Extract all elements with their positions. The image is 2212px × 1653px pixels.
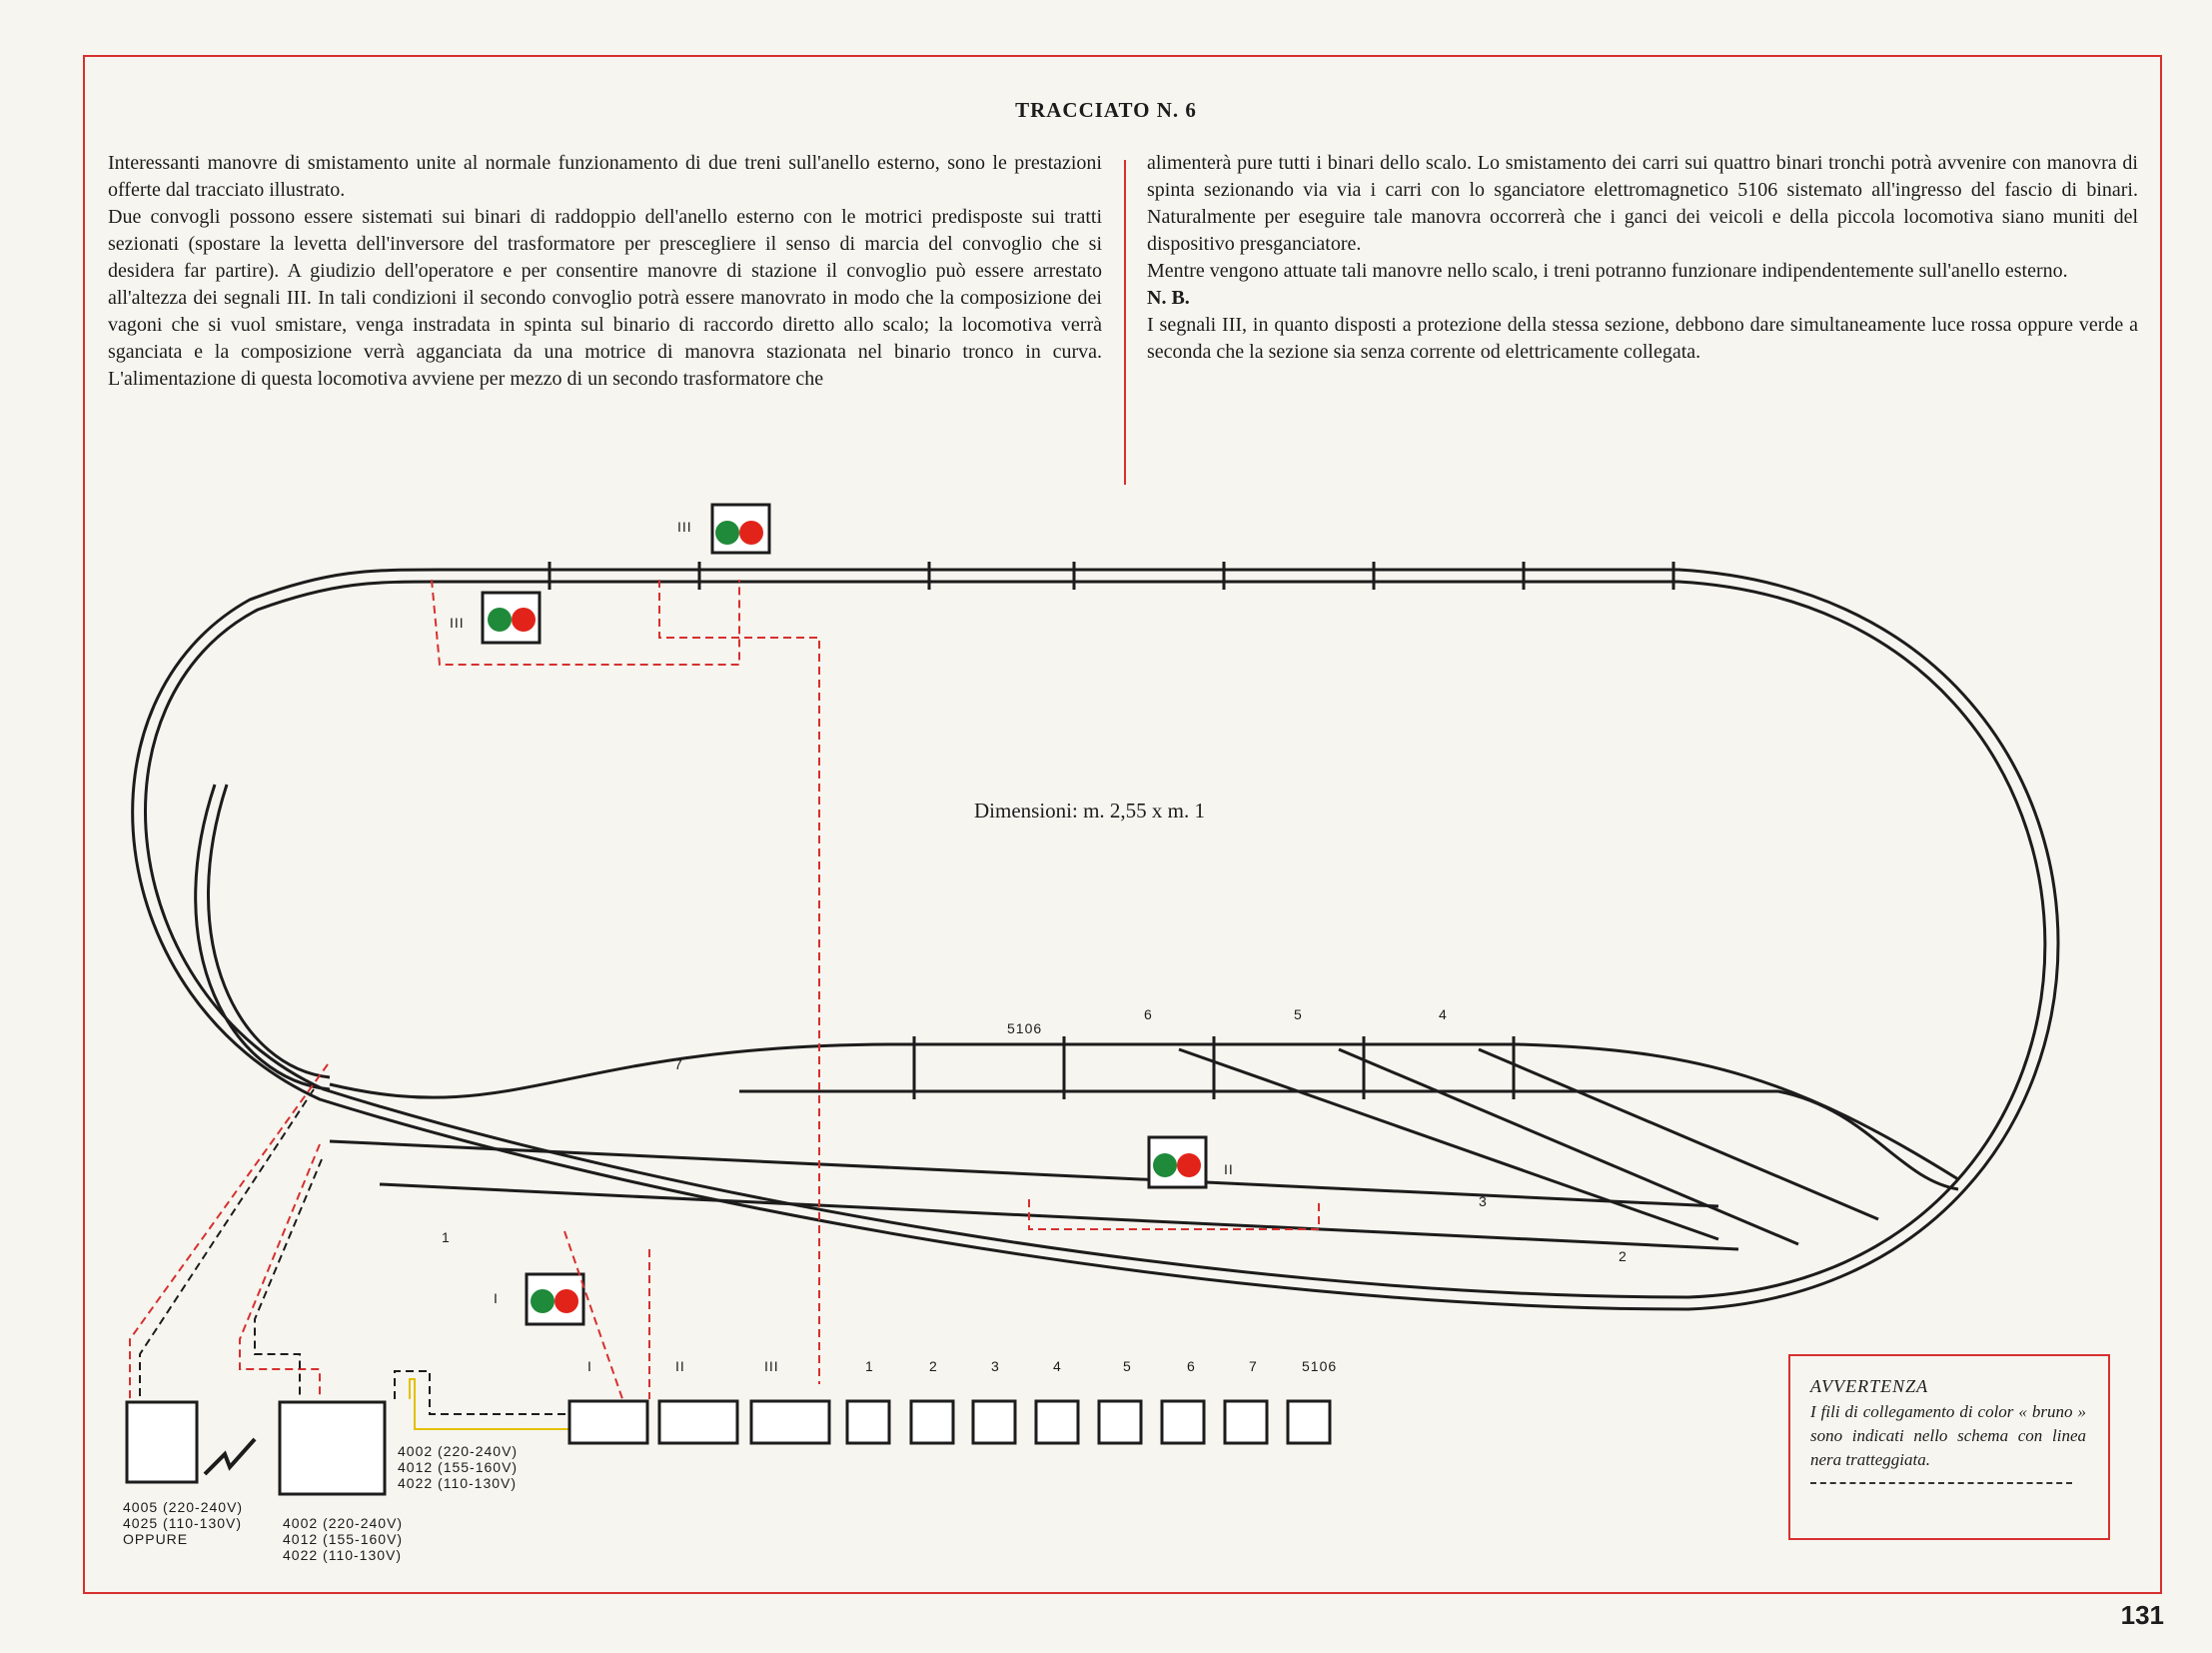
brown-wiring	[139, 1088, 569, 1415]
dimensions-label: Dimensioni: m. 2,55 x m. 1	[974, 799, 1205, 823]
label-track-7: 7	[674, 1056, 683, 1072]
transformer-label: 4012 (155-160V)	[283, 1531, 403, 1547]
signal-label: III	[450, 615, 465, 631]
panel-label: 2	[929, 1358, 938, 1374]
signal-label: III	[677, 519, 692, 535]
signal-ii: II	[1147, 1135, 1234, 1189]
transformer-label: 4022 (110-130V)	[398, 1475, 517, 1491]
panel-labels: I II III 1 2 3 4 5 6 7 5106	[587, 1358, 1337, 1374]
transformer-label: 4012 (155-160V)	[398, 1459, 518, 1475]
outer-loop	[131, 568, 2060, 1311]
label-track-4: 4	[1439, 1006, 1448, 1022]
panel-label: 1	[865, 1358, 874, 1374]
panel-label: 4	[1053, 1358, 1062, 1374]
panel-label: 3	[991, 1358, 1000, 1374]
transformer-label: 4002 (220-240V)	[283, 1515, 403, 1531]
transformer-label: 4005 (220-240V)	[123, 1499, 243, 1515]
signal-iii-top: III	[677, 503, 771, 555]
page-title: TRACCIATO N. 6	[1015, 98, 1197, 122]
transformer-label: 4002 (220-240V)	[398, 1443, 518, 1459]
label-track-6: 6	[1144, 1006, 1153, 1022]
text-column-left: Interessanti manovre di smistamento unit…	[108, 150, 1102, 393]
transformer-label: 4022 (110-130V)	[283, 1547, 402, 1563]
page-frame	[83, 55, 2162, 1594]
control-panel	[567, 1399, 1332, 1445]
text-column-right: alimenterà pure tutti i binari dello sca…	[1147, 150, 2138, 366]
signal-label: I	[494, 1290, 499, 1306]
label-track-2: 2	[1619, 1248, 1628, 1264]
paragraph: Due convogli possono essere sistemati su…	[108, 206, 1102, 390]
transformer-label: OPPURE	[123, 1531, 188, 1547]
warning-title: AVVERTENZA	[1810, 1376, 1929, 1396]
signal-i: I	[494, 1272, 585, 1326]
label-5106: 5106	[1007, 1020, 1042, 1036]
power-symbol	[203, 1437, 257, 1476]
panel-label: 7	[1249, 1358, 1258, 1374]
yellow-wiring	[409, 1378, 569, 1430]
column-divider	[1124, 160, 1126, 485]
label-track-3: 3	[1479, 1193, 1488, 1209]
paragraph: alimenterà pure tutti i binari dello sca…	[1147, 152, 2138, 255]
inner-spur	[194, 784, 331, 1091]
panel-label: 5106	[1302, 1358, 1337, 1374]
signal-iii-inner: III	[450, 591, 542, 645]
yard-tracks	[329, 1042, 1959, 1251]
red-wiring	[129, 579, 1320, 1420]
label-track-1: 1	[442, 1229, 451, 1245]
nb-heading: N. B.	[1147, 287, 1190, 309]
transformer-labels: 4002 (220-240V) 4012 (155-160V) 4022 (11…	[123, 1443, 518, 1563]
transformer-right	[278, 1400, 387, 1496]
panel-label: 5	[1123, 1358, 1132, 1374]
transformer-label: 4025 (110-130V)	[123, 1515, 242, 1531]
panel-label: III	[764, 1358, 779, 1374]
nb-text: I segnali III, in quanto disposti a prot…	[1147, 314, 2138, 363]
label-track-5: 5	[1294, 1006, 1303, 1022]
track-ties	[548, 562, 1675, 1099]
paragraph: Mentre vengono attuate tali manovre nell…	[1147, 260, 2068, 282]
page-number: 131	[2120, 1600, 2164, 1630]
panel-label: 6	[1187, 1358, 1196, 1374]
panel-label: II	[675, 1358, 685, 1374]
panel-label: I	[587, 1358, 592, 1374]
dashed-line-sample	[1810, 1482, 2072, 1484]
signal-label: II	[1224, 1161, 1234, 1177]
warning-body: I fili di collegamento di color « bruno …	[1810, 1402, 2086, 1469]
paragraph: Interessanti manovre di smistamento unit…	[108, 152, 1102, 201]
track-labels: 5106 6 5 4 7 1 3 2	[442, 1006, 1628, 1264]
warning-box: AVVERTENZA I fili di collegamento di col…	[1788, 1354, 2110, 1540]
transformer-left	[125, 1400, 199, 1484]
